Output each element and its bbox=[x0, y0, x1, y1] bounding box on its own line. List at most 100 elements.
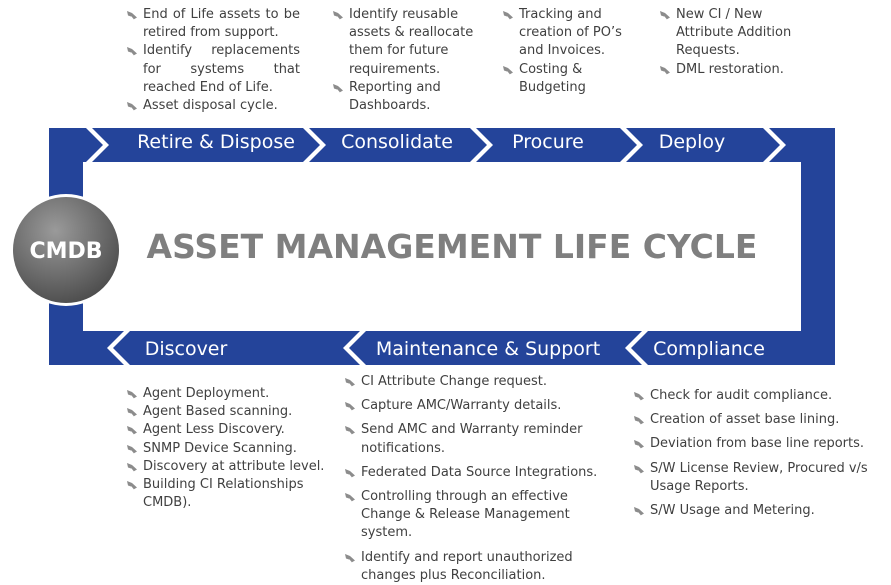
note-text: Tracking and creation of PO’s and Invoic… bbox=[519, 7, 622, 59]
pointing-hand-icon bbox=[126, 388, 138, 400]
pointing-hand-icon bbox=[332, 9, 344, 21]
stage-deploy: Deploy bbox=[659, 131, 726, 153]
note-text: Capture AMC/Warranty details. bbox=[361, 398, 562, 414]
note-text: Agent Less Discovery. bbox=[143, 422, 285, 438]
note-item: SNMP Device Scanning. bbox=[125, 440, 330, 458]
note-item: Check for audit compliance. bbox=[632, 387, 874, 405]
chevron-notch bbox=[763, 128, 786, 162]
note-text: S/W Usage and Metering. bbox=[650, 503, 815, 519]
stage-procure: Procure bbox=[512, 131, 584, 153]
note-text: Identify reusable assets & reallocate th… bbox=[349, 7, 474, 77]
cycle-band-bottom bbox=[49, 331, 835, 365]
pointing-hand-icon bbox=[344, 424, 356, 436]
note-text: Check for audit compliance. bbox=[650, 388, 833, 403]
pointing-hand-icon bbox=[126, 479, 138, 491]
note-item: Costing & Budgeting bbox=[501, 61, 631, 97]
chevron-notch bbox=[303, 128, 326, 162]
note-item: Send AMC and Warranty reminder notificat… bbox=[343, 421, 621, 457]
pointing-hand-icon bbox=[126, 424, 138, 436]
stage-maintenance-support: Maintenance & Support bbox=[376, 338, 600, 360]
pointing-hand-icon bbox=[659, 9, 671, 21]
cycle-band-top bbox=[49, 128, 835, 162]
notes-consolidate: Identify reusable assets & reallocate th… bbox=[331, 6, 481, 115]
note-text: Asset disposal cycle. bbox=[143, 98, 278, 114]
pointing-hand-icon bbox=[126, 45, 138, 57]
pointing-hand-icon bbox=[633, 390, 645, 402]
pointing-hand-icon bbox=[344, 552, 356, 564]
note-text: New CI / New Attribute Addition Requests… bbox=[676, 7, 792, 59]
pointing-hand-icon bbox=[633, 505, 645, 517]
note-text: DML restoration. bbox=[676, 61, 784, 77]
note-item: Agent Deployment. bbox=[125, 385, 330, 403]
pointing-hand-icon bbox=[659, 64, 671, 76]
note-text: Creation of asset base lining. bbox=[650, 412, 840, 428]
chevron-notch bbox=[107, 331, 130, 365]
pointing-hand-icon bbox=[126, 406, 138, 418]
chevron-notch bbox=[343, 331, 366, 365]
note-item: Identify reusable assets & reallocate th… bbox=[331, 6, 481, 79]
note-text: Identify replacements for systems that r… bbox=[143, 43, 300, 95]
note-item: S/W Usage and Metering. bbox=[632, 502, 874, 520]
note-text: Agent Based scanning. bbox=[143, 404, 293, 420]
note-item: Asset disposal cycle. bbox=[125, 97, 300, 115]
note-item: Controlling through an effective Change … bbox=[343, 488, 621, 543]
lifecycle-diagram: Retire & Dispose Consolidate Procure Dep… bbox=[13, 128, 835, 365]
pointing-hand-icon bbox=[344, 467, 356, 479]
note-text: Costing & Budgeting bbox=[519, 61, 586, 95]
note-text: End of Life assets to be retired from su… bbox=[143, 7, 300, 41]
note-item: Discovery at attribute level. bbox=[125, 458, 330, 476]
pointing-hand-icon bbox=[126, 461, 138, 473]
pointing-hand-icon bbox=[633, 414, 645, 426]
stage-compliance: Compliance bbox=[653, 338, 765, 360]
notes-discover: Agent Deployment. Agent Based scanning. Ag… bbox=[125, 385, 330, 512]
chevron-notch bbox=[625, 331, 648, 365]
note-text: Identify and report unauthorized changes… bbox=[361, 549, 573, 583]
note-item: Agent Based scanning. bbox=[125, 403, 330, 421]
note-item: Deviation from base line reports. bbox=[632, 435, 874, 453]
pointing-hand-icon bbox=[344, 491, 356, 503]
note-text: Send AMC and Warranty reminder notificat… bbox=[361, 422, 583, 456]
chevron-notch bbox=[86, 128, 109, 162]
note-item: Identify and report unauthorized changes… bbox=[343, 549, 621, 585]
note-text: Reporting and Dashboards. bbox=[349, 79, 441, 114]
cmdb-hub-label: CMDB bbox=[29, 239, 102, 264]
note-item: Reporting and Dashboards. bbox=[331, 79, 481, 115]
cmdb-hub bbox=[13, 197, 119, 303]
note-item: S/W License Review, Procured v/s Usage R… bbox=[632, 460, 874, 496]
notes-maintenance-support: CI Attribute Change request. Capture AMC/… bbox=[343, 373, 621, 585]
pointing-hand-icon bbox=[126, 443, 138, 455]
note-text: Controlling through an effective Change … bbox=[361, 489, 570, 541]
pointing-hand-icon bbox=[633, 463, 645, 475]
pointing-hand-icon bbox=[332, 82, 344, 94]
note-item: Identify replacements for systems that r… bbox=[125, 42, 300, 97]
note-text: SNMP Device Scanning. bbox=[143, 440, 297, 456]
pointing-hand-icon bbox=[502, 64, 514, 76]
note-text: Federated Data Source Integrations. bbox=[361, 464, 598, 480]
note-item: Agent Less Discovery. bbox=[125, 421, 330, 439]
note-text: Building CI Relationships CMDB). bbox=[143, 477, 304, 511]
cycle-band-right bbox=[801, 128, 835, 365]
note-item: CI Attribute Change request. bbox=[343, 373, 621, 391]
pointing-hand-icon bbox=[344, 400, 356, 412]
notes-deploy: New CI / New Attribute Addition Requests… bbox=[658, 6, 798, 79]
note-text: Discovery at attribute level. bbox=[143, 458, 325, 474]
chevron-notch bbox=[620, 128, 643, 162]
stage-discover: Discover bbox=[145, 338, 228, 360]
note-text: CI Attribute Change request. bbox=[361, 374, 548, 389]
pointing-hand-icon bbox=[126, 9, 138, 21]
pointing-hand-icon bbox=[126, 100, 138, 112]
chevron-notch bbox=[470, 128, 493, 162]
pointing-hand-icon bbox=[633, 438, 645, 450]
note-item: DML restoration. bbox=[658, 61, 798, 79]
diagram-title: ASSET MANAGEMENT LIFE CYCLE bbox=[147, 227, 758, 266]
pointing-hand-icon bbox=[344, 376, 356, 388]
stage-retire-dispose: Retire & Dispose bbox=[137, 131, 295, 153]
note-item: New CI / New Attribute Addition Requests… bbox=[658, 6, 798, 61]
pointing-hand-icon bbox=[502, 9, 514, 21]
notes-retire-dispose: End of Life assets to be retired from su… bbox=[125, 6, 300, 115]
note-item: End of Life assets to be retired from su… bbox=[125, 6, 300, 42]
notes-procure: Tracking and creation of PO’s and Invoic… bbox=[501, 6, 631, 97]
note-item: Tracking and creation of PO’s and Invoic… bbox=[501, 6, 631, 61]
note-text: Agent Deployment. bbox=[143, 386, 270, 401]
note-text: S/W License Review, Procured v/s Usage R… bbox=[650, 460, 868, 494]
